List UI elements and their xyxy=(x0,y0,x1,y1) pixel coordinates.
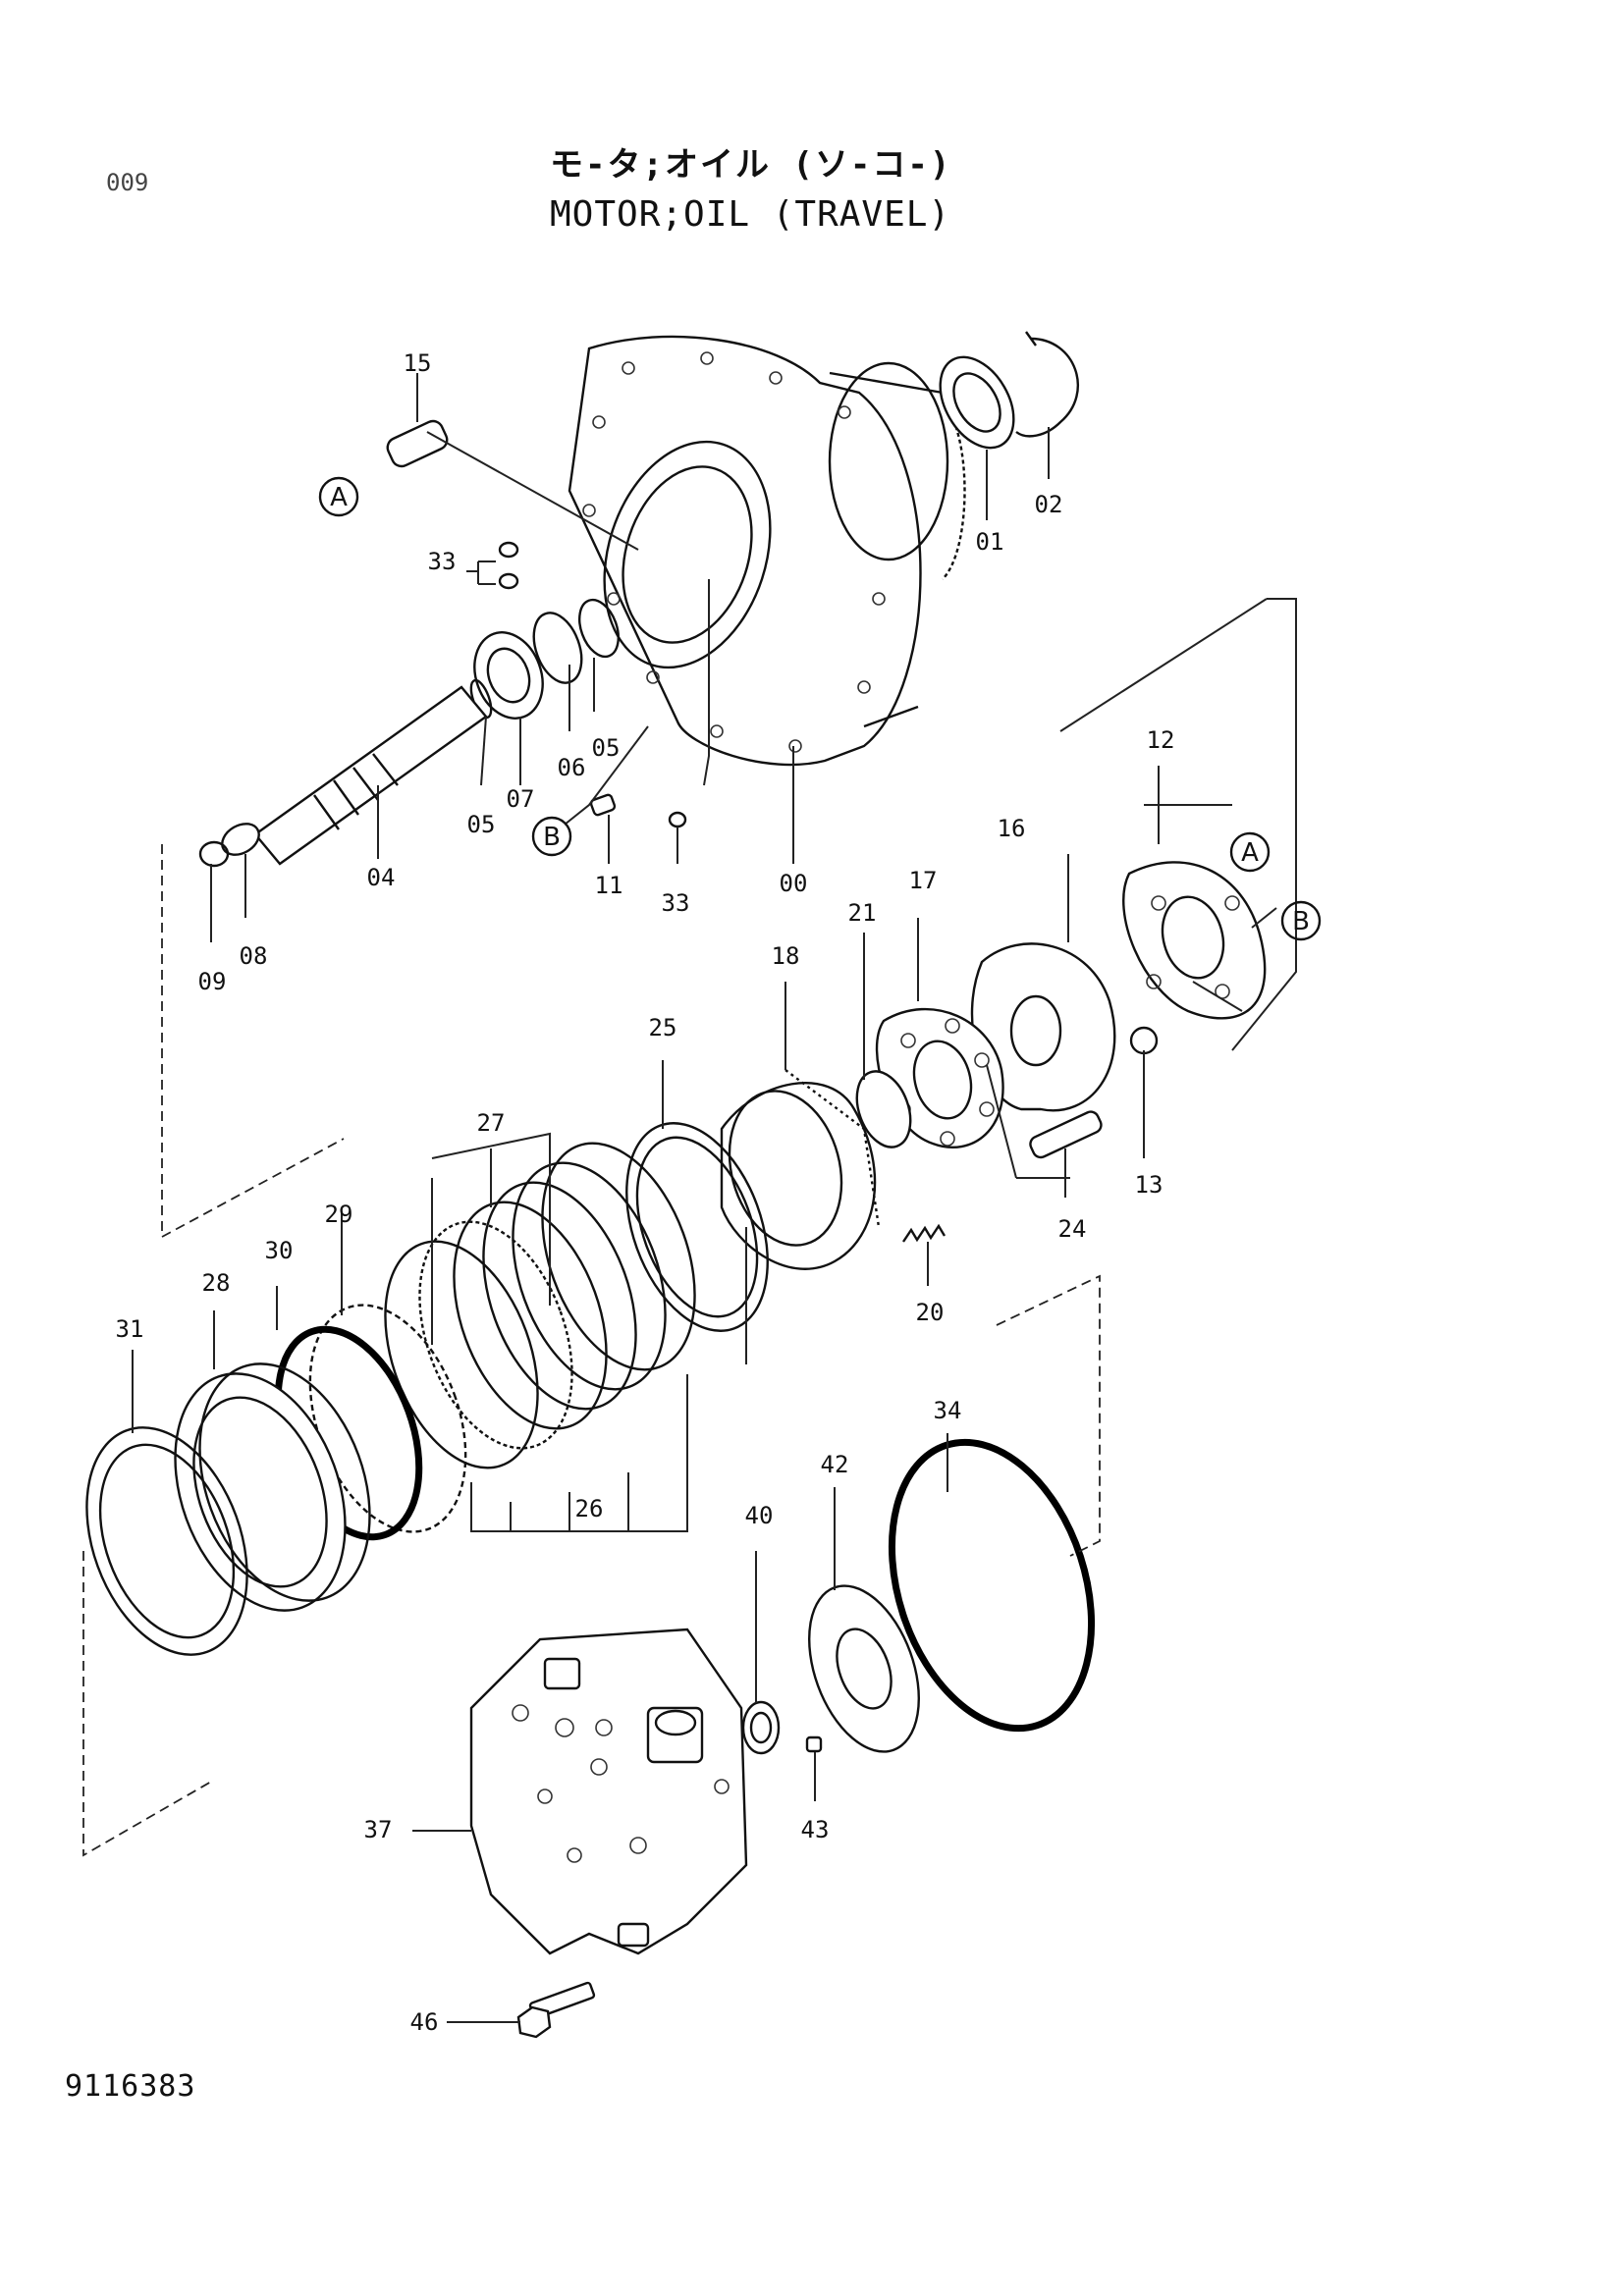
part-24-pin-drawing xyxy=(1029,1110,1103,1159)
part-label-07: 07 xyxy=(507,785,535,813)
part-20-spring-drawing xyxy=(902,1223,947,1243)
title-english: MOTOR;OIL (TRAVEL) xyxy=(550,194,951,235)
part-00-housing-drawing xyxy=(568,335,966,767)
title-japanese: モ-タ;オイル (ソ-コ-) xyxy=(550,145,952,185)
part-label-21: 21 xyxy=(848,899,877,927)
part-label-24: 24 xyxy=(1058,1215,1087,1243)
svg-text:B: B xyxy=(543,823,561,852)
part-label-12: 12 xyxy=(1147,726,1175,754)
part-40-bearing-drawing xyxy=(741,1700,781,1755)
part-label-04: 04 xyxy=(367,864,396,891)
part-33-o-rings-drawing xyxy=(498,541,687,828)
part-label-09: 09 xyxy=(198,968,227,995)
page-code: 009 xyxy=(106,169,149,196)
part-label-25: 25 xyxy=(649,1014,677,1041)
part-label-31: 31 xyxy=(116,1315,144,1343)
part-13-ball-drawing xyxy=(1129,1026,1159,1055)
part-25-ring-drawing xyxy=(625,1122,769,1332)
part-label-26: 26 xyxy=(575,1495,604,1522)
part-label-06: 06 xyxy=(558,754,586,781)
part-18-cylinder-block-drawing xyxy=(720,1069,881,1270)
part-label-29: 29 xyxy=(325,1201,353,1228)
ref-marker-a-2: A xyxy=(1229,831,1271,873)
part-28-piston-drawing xyxy=(174,1362,371,1612)
ref-marker-b-1: B xyxy=(531,816,572,857)
part-label-05b: 05 xyxy=(467,811,496,838)
part-label-46: 46 xyxy=(410,2008,439,2036)
part-label-34: 34 xyxy=(934,1397,962,1424)
part-label-00: 00 xyxy=(780,870,808,897)
part-label-11: 11 xyxy=(595,872,623,899)
part-label-27: 27 xyxy=(477,1109,506,1137)
part-label-30: 30 xyxy=(265,1237,294,1264)
part-12-plate-drawing xyxy=(1122,861,1267,1020)
part-label-42: 42 xyxy=(821,1451,849,1478)
part-label-18: 18 xyxy=(772,942,800,970)
part-label-01: 01 xyxy=(976,528,1004,556)
part-21-ring-drawing xyxy=(855,1070,912,1148)
document-number: 9116383 xyxy=(65,2069,196,2104)
part-label-33a: 33 xyxy=(428,548,457,575)
part-11-pin-drawing xyxy=(589,793,617,817)
part-02-snap-ring-drawing xyxy=(1015,331,1079,438)
part-label-15: 15 xyxy=(404,349,432,377)
part-label-20: 20 xyxy=(916,1299,945,1326)
part-label-08: 08 xyxy=(240,942,268,970)
part-15-plug-drawing xyxy=(386,419,449,468)
part-label-16: 16 xyxy=(998,815,1026,842)
part-label-43: 43 xyxy=(801,1816,830,1843)
ref-marker-a-1: A xyxy=(318,476,359,517)
svg-text:B: B xyxy=(1292,907,1310,936)
svg-text:A: A xyxy=(1241,838,1259,868)
part-label-37: 37 xyxy=(364,1816,393,1843)
part-04-shaft-drawing xyxy=(253,685,488,866)
part-label-33b: 33 xyxy=(662,889,690,917)
part-34-o-ring-drawing xyxy=(888,1438,1096,1733)
part-01-seal-drawing xyxy=(939,355,1015,450)
part-05-06-07-rings-drawing xyxy=(469,598,620,720)
part-46-bolt-drawing xyxy=(516,1981,596,2039)
part-42-valve-plate-drawing xyxy=(808,1584,920,1753)
part-label-02: 02 xyxy=(1035,491,1063,518)
leader-lines xyxy=(132,373,1297,2023)
part-label-40: 40 xyxy=(745,1502,774,1529)
part-label-17: 17 xyxy=(909,867,938,894)
dashed-assembly-lines xyxy=(82,844,1101,1857)
part-31-ring-drawing xyxy=(85,1426,248,1656)
svg-text:A: A xyxy=(330,483,348,512)
part-43-pin-drawing xyxy=(805,1735,823,1753)
part-label-13: 13 xyxy=(1135,1171,1163,1199)
part-08-09-drawing xyxy=(198,823,260,868)
part-37-valve-body-drawing xyxy=(469,1628,748,1955)
ref-marker-b-2: B xyxy=(1280,900,1322,941)
part-label-05a: 05 xyxy=(592,734,621,762)
part-label-28: 28 xyxy=(202,1269,231,1297)
part-26-27-discs-drawing xyxy=(384,1142,696,1469)
